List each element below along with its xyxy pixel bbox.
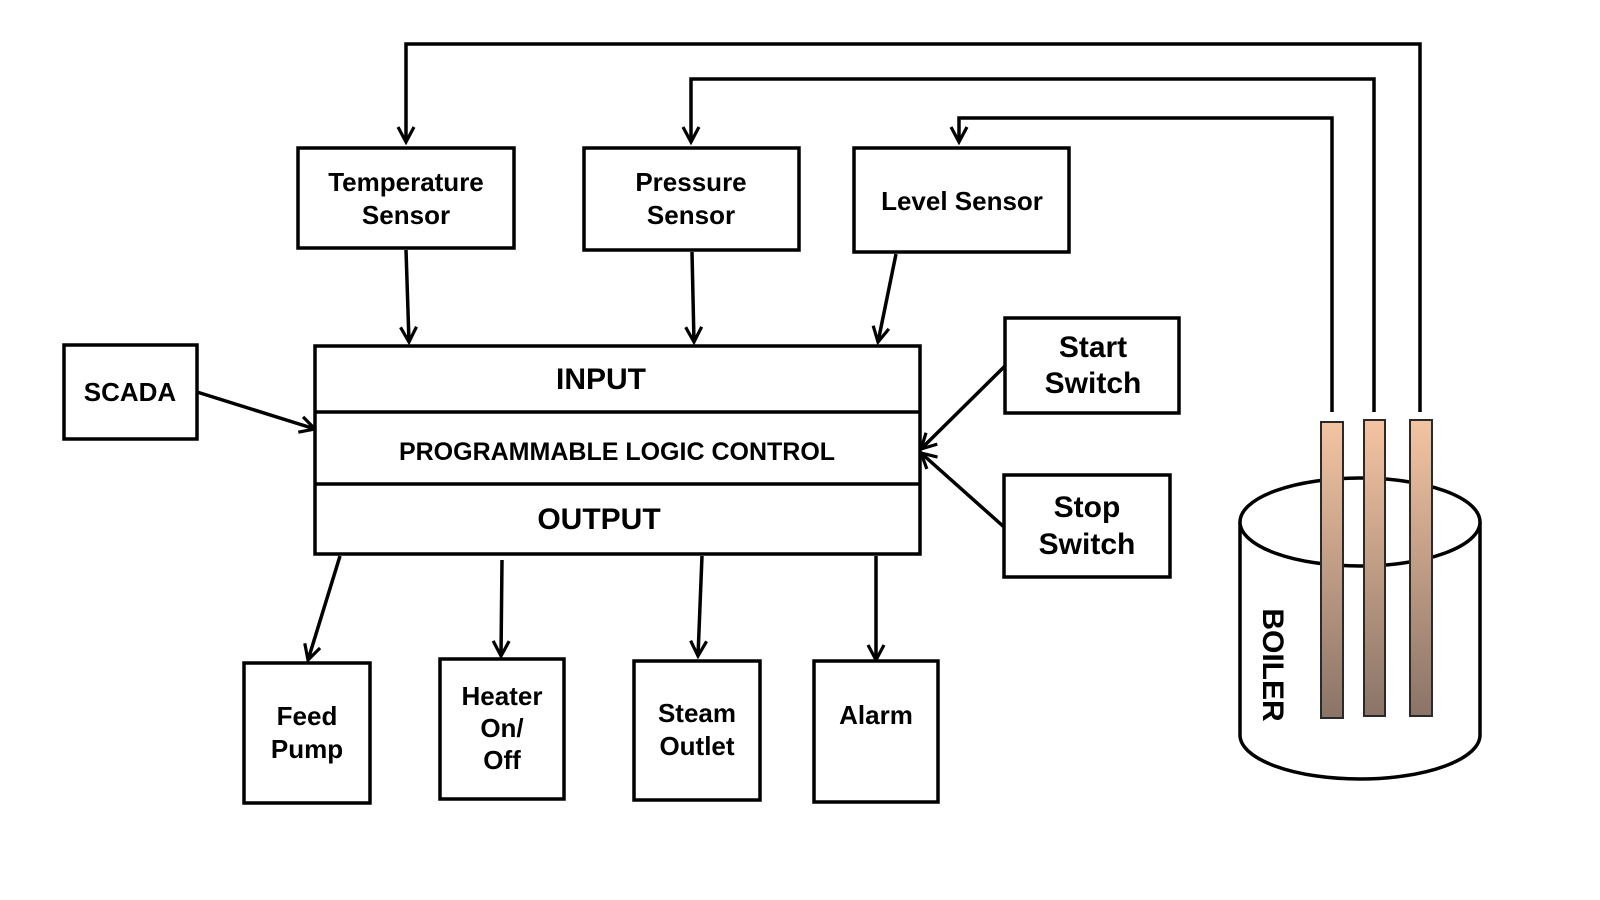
start-switch-box: Start Switch (1003, 316, 1181, 415)
heater-label-line2: On/ (480, 713, 523, 743)
stop-switch-label-line1: Stop (1054, 491, 1121, 524)
plc-title-label: PROGRAMMABLE LOGIC CONTROL (399, 438, 835, 466)
alarm-box: Alarm (812, 659, 940, 804)
stop-switch-label-line2: Switch (1039, 528, 1136, 561)
heater-box: Heater On/ Off (438, 657, 566, 801)
pressure-probe (1363, 419, 1386, 717)
temperature-sensor-label-line1: Temperature (328, 167, 484, 197)
output-to-heater-arrow (501, 559, 502, 656)
level-feedback-line (959, 116, 1334, 412)
temperature-sensor-box: Temperature Sensor (296, 146, 516, 250)
plc-block: INPUT PROGRAMMABLE LOGIC CONTROL OUTPUT (313, 344, 922, 556)
output-to-steam-outlet-arrow (698, 555, 702, 656)
temperature-sensor-label-line2: Sensor (362, 200, 450, 230)
plc-input-label: INPUT (556, 363, 646, 396)
level-to-input-arrow (878, 253, 898, 342)
start-switch-label-line2: Switch (1045, 367, 1142, 400)
steam-outlet-label-line1: Steam (658, 698, 736, 728)
alarm-label: Alarm (839, 700, 913, 730)
level-probe (1320, 421, 1344, 719)
temperature-probe (1409, 419, 1433, 717)
feed-pump-box: Feed Pump (242, 661, 372, 805)
scada-to-plc-arrow (196, 390, 315, 429)
stop-switch-to-plc-arrow (921, 453, 1006, 529)
plc-output-label: OUTPUT (537, 503, 660, 536)
heater-label-line3: Off (483, 745, 521, 775)
output-to-feed-pump-arrow (308, 555, 342, 660)
start-switch-to-plc-arrow (921, 364, 1007, 449)
pressure-to-input-arrow (692, 251, 694, 342)
feed-pump-label-line1: Feed (277, 701, 338, 731)
boiler: BOILER (1238, 419, 1482, 781)
boiler-top-rim (1238, 476, 1482, 568)
temperature-to-input-arrow (406, 249, 409, 342)
stop-switch-box: Stop Switch (1002, 473, 1172, 579)
scada-label: SCADA (84, 377, 177, 407)
level-sensor-label: Level Sensor (881, 186, 1043, 216)
pressure-feedback-line (691, 77, 1376, 412)
pressure-sensor-label-line2: Sensor (647, 200, 735, 230)
feed-pump-label-line2: Pump (271, 734, 343, 764)
steam-outlet-label-line2: Outlet (659, 731, 734, 761)
start-switch-label-line1: Start (1059, 331, 1127, 364)
steam-outlet-box: Steam Outlet (632, 659, 762, 802)
heater-label-line1: Heater (462, 681, 543, 711)
pressure-sensor-box: Pressure Sensor (582, 146, 801, 252)
pressure-sensor-label-line1: Pressure (635, 167, 746, 197)
boiler-label: BOILER (1256, 608, 1289, 722)
temperature-feedback-line (406, 42, 1422, 412)
scada-box: SCADA (62, 343, 199, 441)
level-sensor-box: Level Sensor (852, 146, 1071, 254)
